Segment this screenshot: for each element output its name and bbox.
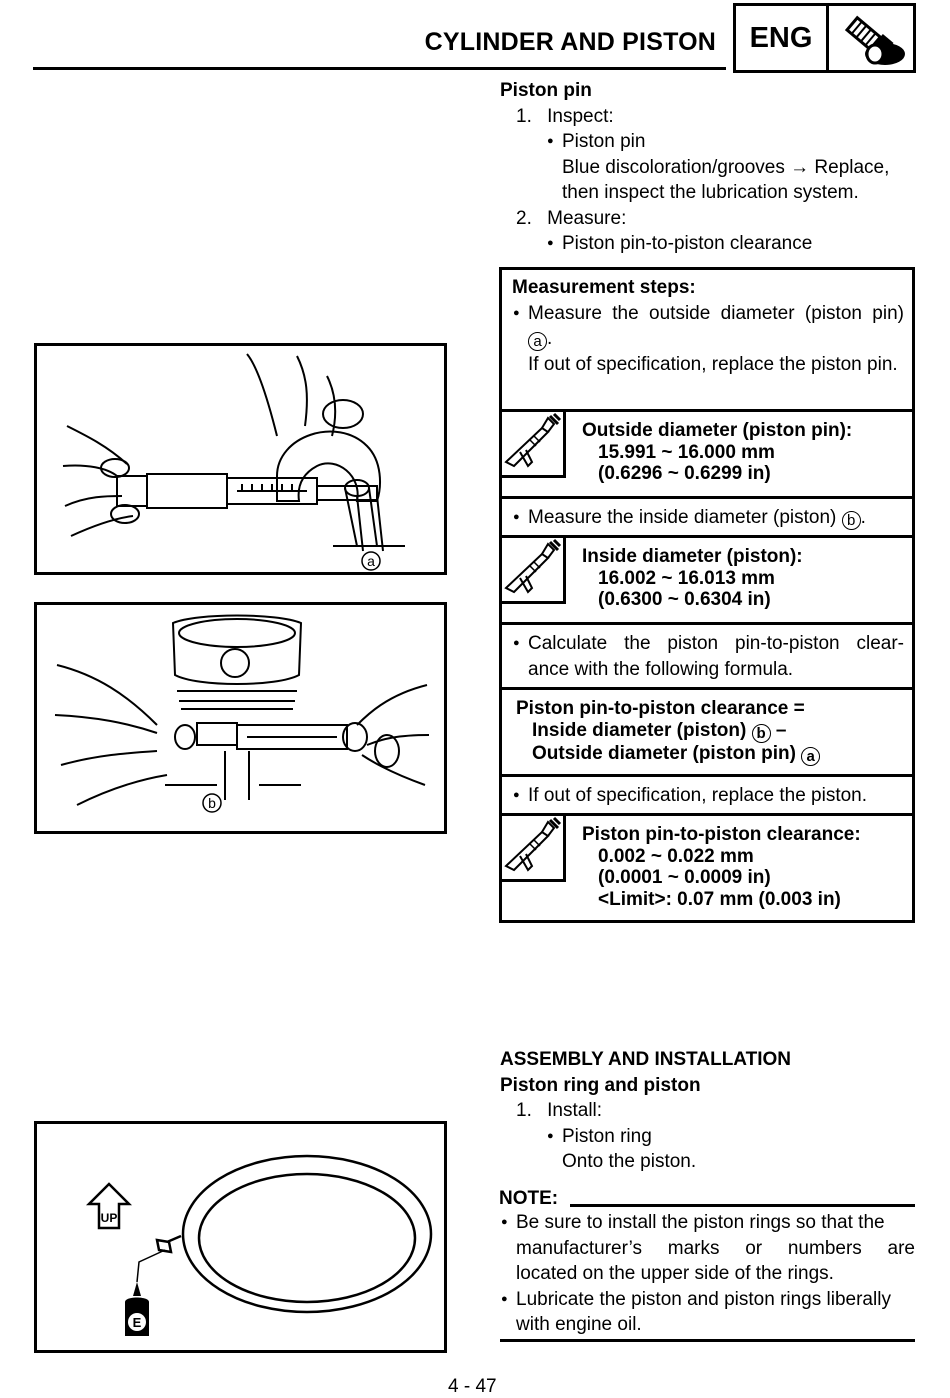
up-arrow-icon: UP — [85, 1182, 133, 1230]
figure-label: b — [208, 795, 216, 811]
figure-micrometer-pin: a — [34, 343, 447, 575]
measurement-step: Measure the inside diameter (piston) b. — [502, 499, 912, 538]
note-rule — [570, 1204, 915, 1207]
label-marker: a — [528, 332, 547, 351]
step-text: Measure the outside diameter (piston pin… — [528, 302, 904, 324]
spec-value: (0.0001 ~ 0.0009 in) — [598, 867, 771, 888]
piston-pin-section: Piston pin 1. Inspect: Piston pin Blue d… — [500, 78, 914, 257]
formula-block: Piston pin-to-piston clearance = Inside … — [502, 690, 912, 777]
spec-value: 15.991 ~ 16.000 mm — [598, 441, 775, 463]
formula-line: Outside diameter (piston pin) — [532, 742, 796, 764]
section-heading: Piston pin — [500, 80, 592, 101]
section-tag: ENG — [733, 3, 916, 73]
measurement-step: Calculate the piston pin-to-piston clear… — [502, 625, 912, 690]
step-text: Measure the inside diameter (piston) — [528, 507, 837, 528]
caliper-icon — [502, 538, 566, 604]
formula-line: Inside diameter (piston) — [532, 719, 747, 741]
header-rule — [33, 67, 726, 70]
list-item: Piston ring — [547, 1124, 914, 1150]
up-label: UP — [101, 1211, 118, 1225]
figure-piston-gauge: b — [34, 602, 447, 834]
spec-block: Inside diameter (piston): 16.002 ~ 16.01… — [502, 538, 912, 625]
measurement-step: If out of specification, replace the pis… — [502, 777, 912, 816]
label-marker: b — [751, 723, 771, 743]
figure-label: a — [367, 553, 375, 569]
spec-block: Outside diameter (piston pin): 15.991 ~ … — [502, 412, 912, 499]
item-description: Blue discoloration/grooves → Replace, — [562, 156, 890, 178]
label-marker: a — [801, 746, 821, 766]
list-item: Piston pin — [547, 129, 914, 155]
item-description: then inspect the lubrication system. — [562, 182, 859, 203]
section-subheading: Piston ring and piston — [500, 1074, 701, 1096]
figure-piston-ring: UP E — [34, 1121, 447, 1353]
spec-block: Piston pin-to-piston clearance: 0.002 ~ … — [502, 816, 912, 920]
piston-ring-illustration: UP E — [85, 1154, 433, 1336]
note-text: with engine oil. — [516, 1314, 642, 1335]
caliper-icon — [502, 412, 566, 478]
caliper-icon — [502, 816, 566, 882]
note-text: Be sure to install the piston rings so t… — [516, 1212, 885, 1233]
step-text: If out of specification, replace the pis… — [528, 353, 898, 375]
engine-bolt-icon — [829, 6, 913, 70]
note-text: Lubricate the piston and piston rings li… — [516, 1288, 891, 1310]
spec-title: Outside diameter (piston pin): — [582, 420, 853, 441]
spec-value: (0.6296 ~ 0.6299 in) — [598, 463, 771, 484]
label-marker: b — [841, 511, 861, 530]
note-end-rule — [500, 1339, 915, 1342]
step-number: 1. — [516, 105, 532, 127]
formula-line: Piston pin-to-piston clearance = — [516, 698, 805, 719]
measurement-steps-box: Measurement steps: Measure the outside d… — [499, 267, 915, 923]
engine-oil-icon: E — [125, 1282, 149, 1336]
step-number: 1. — [516, 1100, 532, 1121]
measurement-step: Measurement steps: Measure the outside d… — [502, 270, 912, 412]
formula-operator: – — [775, 719, 787, 741]
note-text: manufacturer’s marks or numbers are — [516, 1237, 915, 1259]
box-heading: Measurement steps: — [512, 277, 696, 298]
spec-limit: <Limit>: 0.07 mm (0.003 in) — [598, 888, 841, 910]
item-description: Onto the piston. — [562, 1151, 697, 1172]
micrometer-pin-illustration: a — [62, 353, 405, 571]
spec-title: Piston pin-to-piston clearance: — [582, 824, 861, 845]
spec-value: (0.6300 ~ 0.6304 in) — [598, 589, 771, 610]
section-tag-label: ENG — [736, 6, 829, 70]
assembly-section: ASSEMBLY AND INSTALLATION Piston ring an… — [500, 1047, 914, 1175]
spec-value: 16.002 ~ 16.013 mm — [598, 567, 775, 589]
piston-gauge-illustration: b — [54, 614, 430, 813]
step-text: If out of specification, replace the pis… — [513, 783, 904, 809]
spec-title: Inside diameter (piston): — [582, 546, 803, 567]
step-label: Measure: — [547, 207, 627, 229]
note-text: located on the upper side of the rings. — [516, 1263, 834, 1284]
page-title: CYLINDER AND PISTON — [424, 28, 716, 56]
note-body: Be sure to install the piston rings so t… — [500, 1210, 915, 1338]
step-label: Install: — [547, 1100, 603, 1121]
list-item: Piston pin-to-piston clearance — [547, 231, 914, 257]
step-text: ance with the following formula. — [528, 658, 794, 680]
step-text: Calculate the piston pin-to-piston clear… — [513, 631, 904, 657]
section-heading: ASSEMBLY AND INSTALLATION — [500, 1049, 791, 1070]
spec-value: 0.002 ~ 0.022 mm — [598, 845, 754, 867]
page-number: 4 - 47 — [448, 1376, 497, 1397]
step-number: 2. — [516, 207, 532, 229]
step-label: Inspect: — [547, 105, 614, 127]
note-label: NOTE: — [499, 1188, 559, 1209]
oil-label: E — [133, 1315, 142, 1330]
